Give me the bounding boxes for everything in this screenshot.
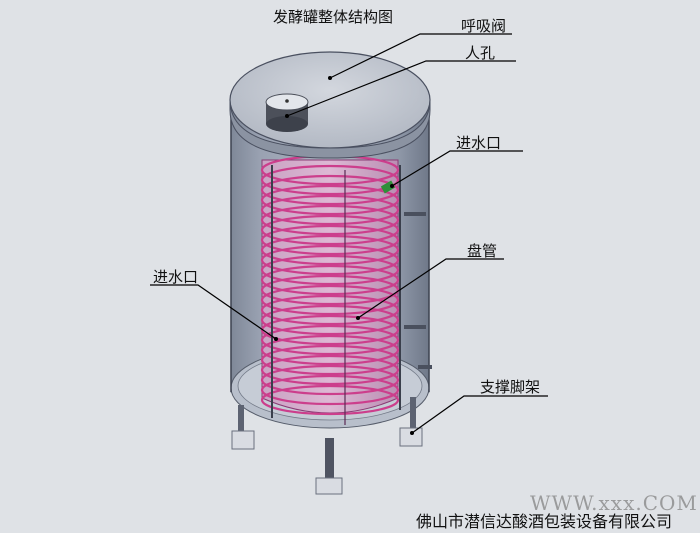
- coil-ring: [260, 294, 400, 326]
- leader-lines: [150, 33, 548, 434]
- coil-ring: [260, 264, 400, 296]
- coil-ring: [260, 244, 400, 276]
- label-water-inlet-top: 进水口: [456, 134, 502, 152]
- side-fitting-2: [404, 325, 426, 329]
- coil-ring: [260, 334, 400, 366]
- coil-ring: [260, 254, 400, 286]
- company-name: 佛山市潜信达酸酒包装设备有限公司: [416, 512, 673, 531]
- coil-ring: [260, 224, 400, 256]
- coil-ring: [260, 304, 400, 336]
- leader-support-legs: [411, 395, 548, 434]
- coil-rings: [260, 154, 400, 416]
- leader-coil: [357, 258, 504, 319]
- coil-ring: [260, 204, 400, 236]
- leader-inlet-left: [150, 284, 277, 340]
- side-fitting-1: [404, 212, 426, 216]
- label-manhole: 人孔: [465, 44, 496, 62]
- coil-ring: [260, 174, 400, 206]
- coil-ring: [260, 354, 400, 386]
- coil-ring: [260, 274, 400, 306]
- label-coil: 盘管: [467, 242, 498, 260]
- coil-ring: [260, 324, 400, 356]
- coil-ring: [260, 284, 400, 316]
- coil-ring: [260, 194, 400, 226]
- diagram-title: 发酵罐整体结构图: [273, 8, 394, 26]
- inlet-valve-green: [380, 180, 396, 194]
- coil-ring: [260, 374, 400, 406]
- tank-lid-rim: [229, 99, 431, 159]
- leader-dots: [274, 76, 414, 435]
- coil-ring: [260, 184, 400, 216]
- watermark-text: WWW.xxx.COM: [530, 491, 698, 515]
- coil-ring: [260, 384, 400, 416]
- coil-ring: [260, 234, 400, 266]
- coil-ring: [260, 214, 400, 246]
- coil-ring: [260, 364, 400, 396]
- coil-ring: [260, 344, 400, 376]
- manhole-base: [266, 116, 308, 132]
- coil-ring: [260, 164, 400, 196]
- support-legs: [231, 397, 423, 495]
- side-fitting-3: [418, 365, 432, 369]
- leader-manhole: [286, 60, 516, 117]
- tank-lid-top: [229, 51, 431, 149]
- leader-breather-valve: [329, 33, 512, 79]
- label-breather-valve: 呼吸阀: [461, 17, 507, 35]
- label-support-legs: 支撑脚架: [480, 378, 541, 396]
- label-water-inlet-left: 进水口: [153, 268, 199, 286]
- leader-inlet-top: [391, 150, 523, 187]
- breather-valve-dot: [285, 99, 289, 103]
